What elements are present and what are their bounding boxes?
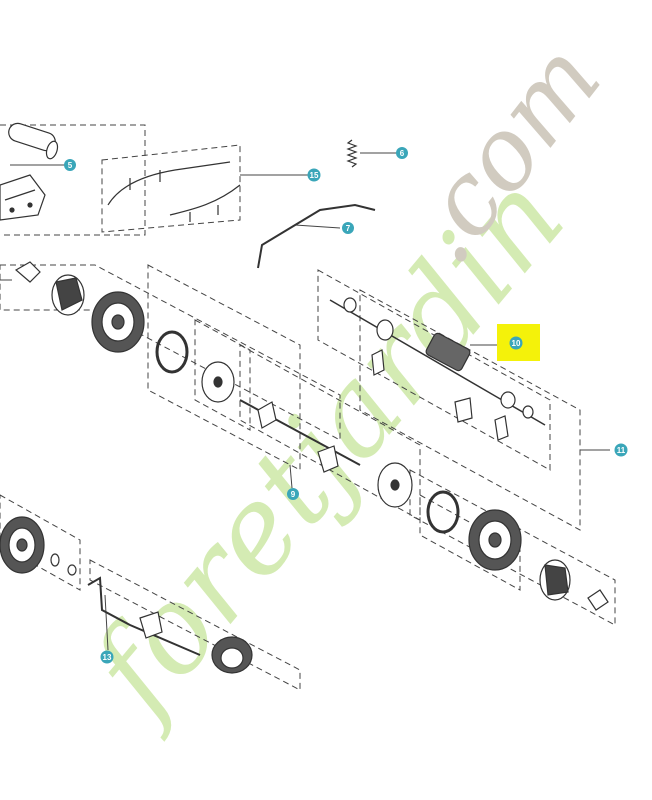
callout-11[interactable]: 11	[614, 443, 628, 457]
part-gear-ring-middle	[426, 490, 460, 534]
part-hubcap-lower-right	[539, 559, 571, 601]
part-gear-ring-upper-left	[155, 330, 189, 374]
callout-10[interactable]: 10	[509, 336, 523, 350]
svg-text:15: 15	[310, 171, 319, 180]
svg-text:7: 7	[346, 224, 351, 233]
part-drive-disc-middle	[377, 462, 413, 508]
part-axle-lower-left	[87, 576, 201, 656]
callouts: 5 6 7 9 10 11 13 15	[64, 147, 628, 664]
part-wheel-lower-center	[211, 636, 253, 674]
part-handle-grip	[8, 122, 59, 160]
part-cable-rails	[107, 161, 241, 222]
part-handle-bracket	[0, 174, 46, 221]
part-bushing-lower-left	[50, 553, 77, 576]
parts	[0, 122, 609, 674]
callout-5[interactable]: 5	[64, 159, 76, 171]
callout-7[interactable]: 7	[342, 222, 354, 234]
svg-text:13: 13	[103, 653, 112, 662]
callout-9[interactable]: 9	[287, 488, 299, 500]
svg-text:11: 11	[617, 446, 626, 455]
part-wheel-cap-upper-left	[14, 261, 41, 283]
svg-text:6: 6	[400, 149, 405, 158]
part-axle-middle	[239, 399, 361, 473]
svg-text:5: 5	[68, 161, 73, 170]
callout-6[interactable]: 6	[396, 147, 408, 159]
svg-text:10: 10	[512, 339, 521, 348]
svg-text:9: 9	[291, 490, 296, 499]
leader-lines	[0, 152, 610, 651]
part-wheel-cap-lower-right	[587, 589, 609, 611]
callout-13[interactable]: 13	[100, 650, 114, 664]
part-wheel-lower-left	[0, 516, 45, 574]
part-gearbox	[329, 297, 546, 441]
part-drive-disc-upper-left	[201, 361, 235, 403]
part-wheel-upper-left	[91, 291, 145, 353]
dashed-group-boxes	[0, 124, 616, 691]
part-control-rod	[257, 203, 376, 269]
part-wheel-lower-right	[468, 509, 522, 571]
part-spring	[346, 139, 358, 168]
callout-15[interactable]: 15	[307, 168, 321, 182]
part-hubcap-upper-left	[51, 274, 85, 316]
